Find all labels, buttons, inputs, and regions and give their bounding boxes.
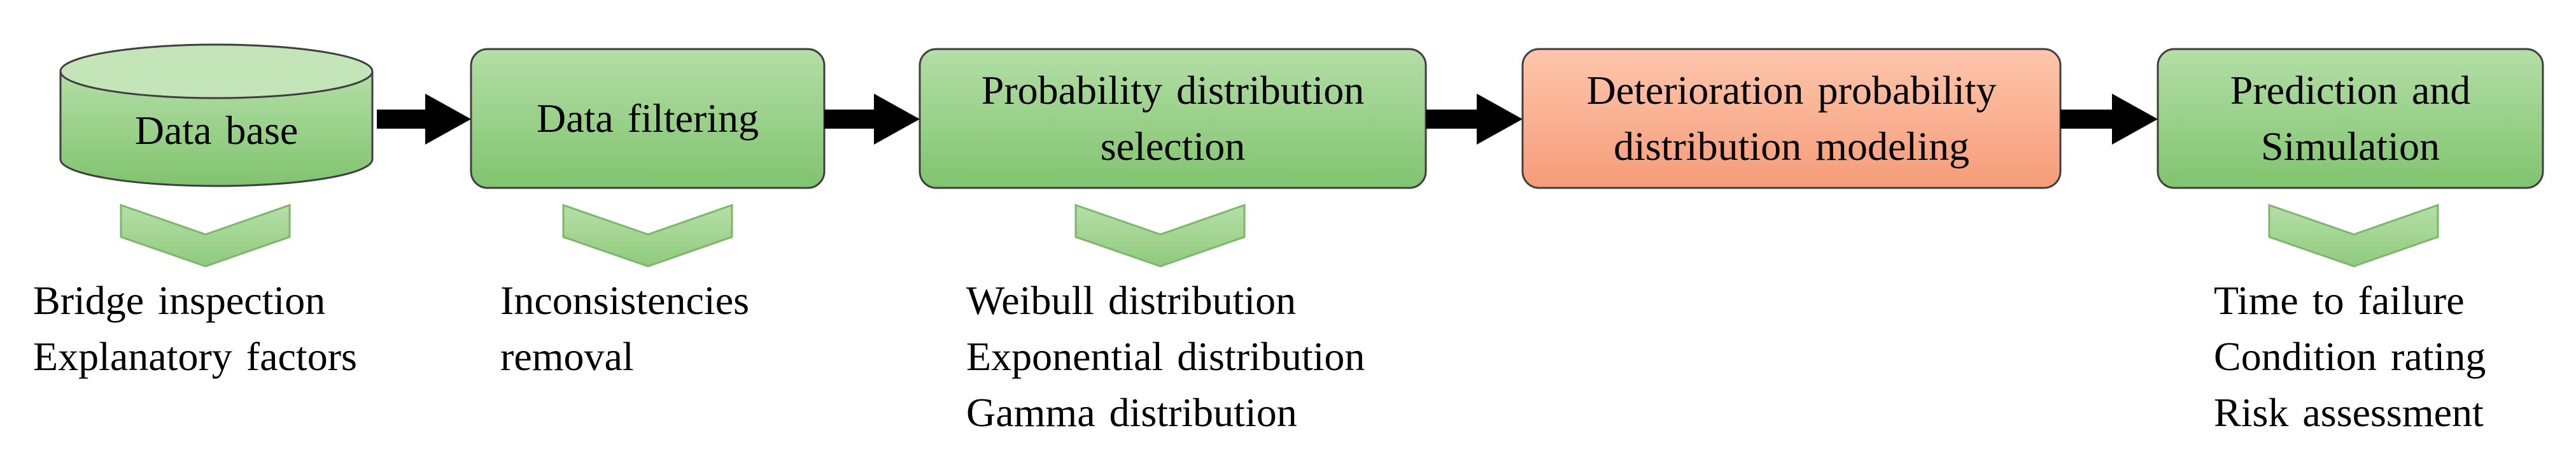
arrow-1 xyxy=(377,94,471,145)
detail-item: Gamma distribution xyxy=(966,390,1297,435)
database-details: Bridge inspection Explanatory factors xyxy=(33,273,357,385)
deterioration-modeling-line-1: Deterioration probability xyxy=(1586,68,1997,113)
data-filtering-label: Data filtering xyxy=(471,49,824,188)
detail-item: Weibull distribution xyxy=(966,278,1297,323)
prediction-details: Time to failure Condition rating Risk as… xyxy=(2214,273,2486,441)
filtering-details: Inconsistencies removal xyxy=(500,273,749,385)
detail-item: Inconsistencies xyxy=(500,278,749,323)
arrow-4 xyxy=(2060,94,2158,145)
detail-item: Condition rating xyxy=(2214,334,2486,379)
database-label-text: Data base xyxy=(134,108,299,153)
detail-item: Explanatory factors xyxy=(33,334,357,379)
chevron-database xyxy=(120,203,291,268)
detail-item: removal xyxy=(500,334,634,379)
arrow-3 xyxy=(1426,94,1523,145)
chevron-prediction xyxy=(2268,203,2439,268)
probability-selection-label: Probability distribution selection xyxy=(920,49,1426,188)
prediction-simulation-line-1: Prediction and xyxy=(2230,68,2471,113)
detail-item: Risk assessment xyxy=(2214,390,2484,435)
chevron-filtering xyxy=(562,203,733,268)
database-cylinder xyxy=(59,43,374,187)
prediction-simulation-box xyxy=(2157,48,2544,189)
database-label: Data base xyxy=(60,89,372,172)
deterioration-modeling-line-2: distribution modeling xyxy=(1614,124,1969,169)
probability-selection-line-1: Probability distribution xyxy=(981,68,1365,113)
selection-details: Weibull distribution Exponential distrib… xyxy=(966,273,1365,441)
chevron-selection xyxy=(1074,203,1246,268)
arrow-2 xyxy=(824,94,920,145)
prediction-simulation-label: Prediction and Simulation xyxy=(2158,49,2543,188)
detail-item: Bridge inspection xyxy=(33,278,326,323)
probability-selection-line-2: selection xyxy=(1100,124,1246,169)
prediction-simulation-line-2: Simulation xyxy=(2261,124,2440,169)
data-filtering-label-text: Data filtering xyxy=(537,96,759,141)
detail-item: Exponential distribution xyxy=(966,334,1365,379)
detail-item: Time to failure xyxy=(2214,278,2465,323)
deterioration-modeling-label: Deterioration probability distribution m… xyxy=(1523,49,2060,188)
